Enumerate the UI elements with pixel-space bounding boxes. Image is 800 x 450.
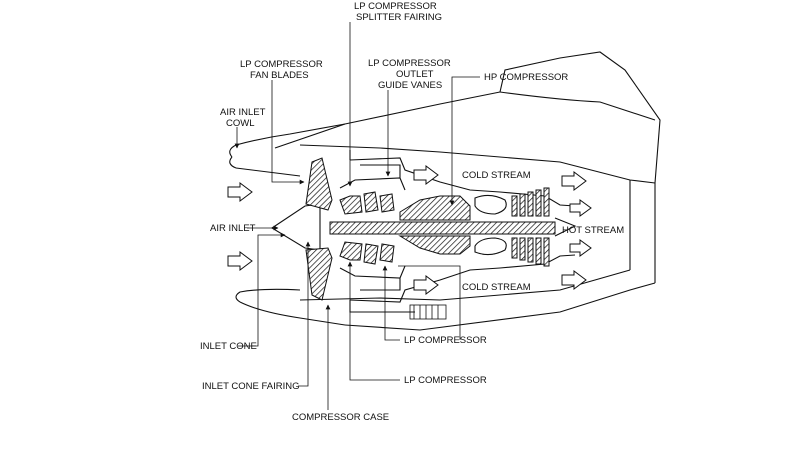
label-outlet-line1: LP COMPRESSOR	[368, 58, 451, 69]
label-outlet-line2: OUTLET	[396, 69, 434, 80]
inflow-arrow-bottom	[227, 251, 253, 271]
label-lp-splitter-line2: SPLITTER FAIRING	[356, 12, 442, 23]
label-fan-blades-line2: FAN BLADES	[250, 70, 309, 81]
fan-blade-lower	[305, 247, 333, 301]
main-shaft	[329, 221, 556, 235]
label-inlet-cone-fairing: INLET CONE FAIRING	[202, 381, 299, 392]
leader-lines	[234, 22, 480, 410]
engine-core	[270, 150, 577, 320]
cold-arrow-bottom-1	[413, 275, 439, 295]
inlet-cone-shape	[270, 203, 321, 251]
label-air-inlet: AIR INLET	[210, 223, 256, 234]
flow-arrows	[227, 165, 592, 295]
label-hp-compressor: HP COMPRESSOR	[484, 72, 568, 83]
combustor-upper	[474, 194, 507, 215]
combustor-lower	[474, 237, 507, 256]
inflow-arrow-top	[227, 182, 253, 202]
cold-arrow-bottom-2	[561, 270, 587, 290]
label-cold-stream-bottom: COLD STREAM	[462, 282, 531, 293]
label-outlet-line3: GUIDE VANES	[378, 80, 442, 91]
label-lp-compressor-1: LP COMPRESSOR	[404, 335, 487, 346]
label-fan-blades-line1: LP COMPRESSOR	[240, 59, 323, 70]
label-lp-splitter-line1: LP COMPRESSOR	[354, 1, 437, 12]
nacelle-outline	[229, 51, 661, 331]
fan-blade-upper	[305, 157, 333, 211]
cold-arrow-top-2	[561, 171, 587, 191]
hot-arrow-bottom	[569, 239, 592, 257]
labels: LP COMPRESSOR SPLITTER FAIRING LP COMPRE…	[200, 1, 624, 423]
cold-arrow-top-1	[413, 165, 439, 185]
hp-compressor-upper	[399, 195, 471, 221]
hp-compressor-lower	[398, 235, 471, 255]
label-air-inlet-cowl-line1: AIR INLET	[220, 107, 266, 118]
hot-arrow-top	[569, 199, 592, 217]
label-lp-compressor-2: LP COMPRESSOR	[404, 375, 487, 386]
label-air-inlet-cowl-line2: COWL	[226, 118, 255, 129]
label-cold-stream-top: COLD STREAM	[462, 170, 531, 181]
label-inlet-cone: INLET CONE	[200, 341, 257, 352]
label-compressor-case: COMPRESSOR CASE	[292, 412, 389, 423]
label-hot-stream: HOT STREAM	[562, 225, 624, 236]
